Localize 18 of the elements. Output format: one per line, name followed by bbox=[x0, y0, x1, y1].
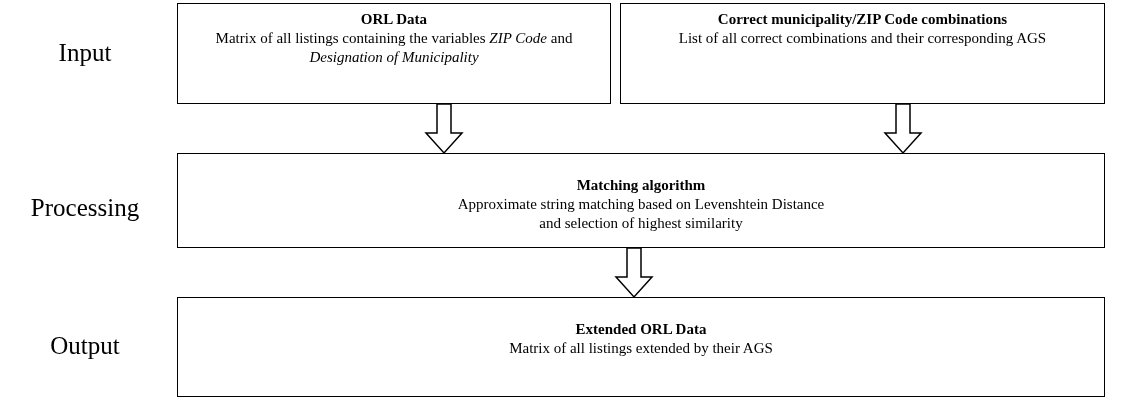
process-box bbox=[177, 297, 1105, 397]
box-description: Approximate string matching based on Levenshtein Distance and selection of highest similarity bbox=[456, 194, 826, 233]
process-box bbox=[177, 153, 1105, 248]
stage-label: Output bbox=[49, 332, 121, 360]
block-arrow bbox=[883, 103, 923, 155]
stage-label: Input bbox=[57, 39, 113, 67]
block-arrow bbox=[614, 247, 654, 299]
box-title: Correct municipality/ZIP Code combinations bbox=[717, 10, 1008, 29]
box-title: Matching algorithm bbox=[576, 176, 706, 195]
box-description: List of all correct combinations and their corresponding AGS bbox=[678, 28, 1047, 48]
process-box bbox=[177, 3, 611, 104]
box-title: Extended ORL Data bbox=[575, 320, 707, 339]
box-description: Matrix of all listings containing the variables ZIP Code and Designation of Municipality bbox=[214, 28, 574, 67]
stage-label: Processing bbox=[29, 194, 141, 222]
box-description: Matrix of all listings extended by their AGS bbox=[509, 338, 773, 358]
block-arrow bbox=[424, 103, 464, 155]
process-box bbox=[620, 3, 1105, 104]
box-title: ORL Data bbox=[360, 10, 428, 29]
